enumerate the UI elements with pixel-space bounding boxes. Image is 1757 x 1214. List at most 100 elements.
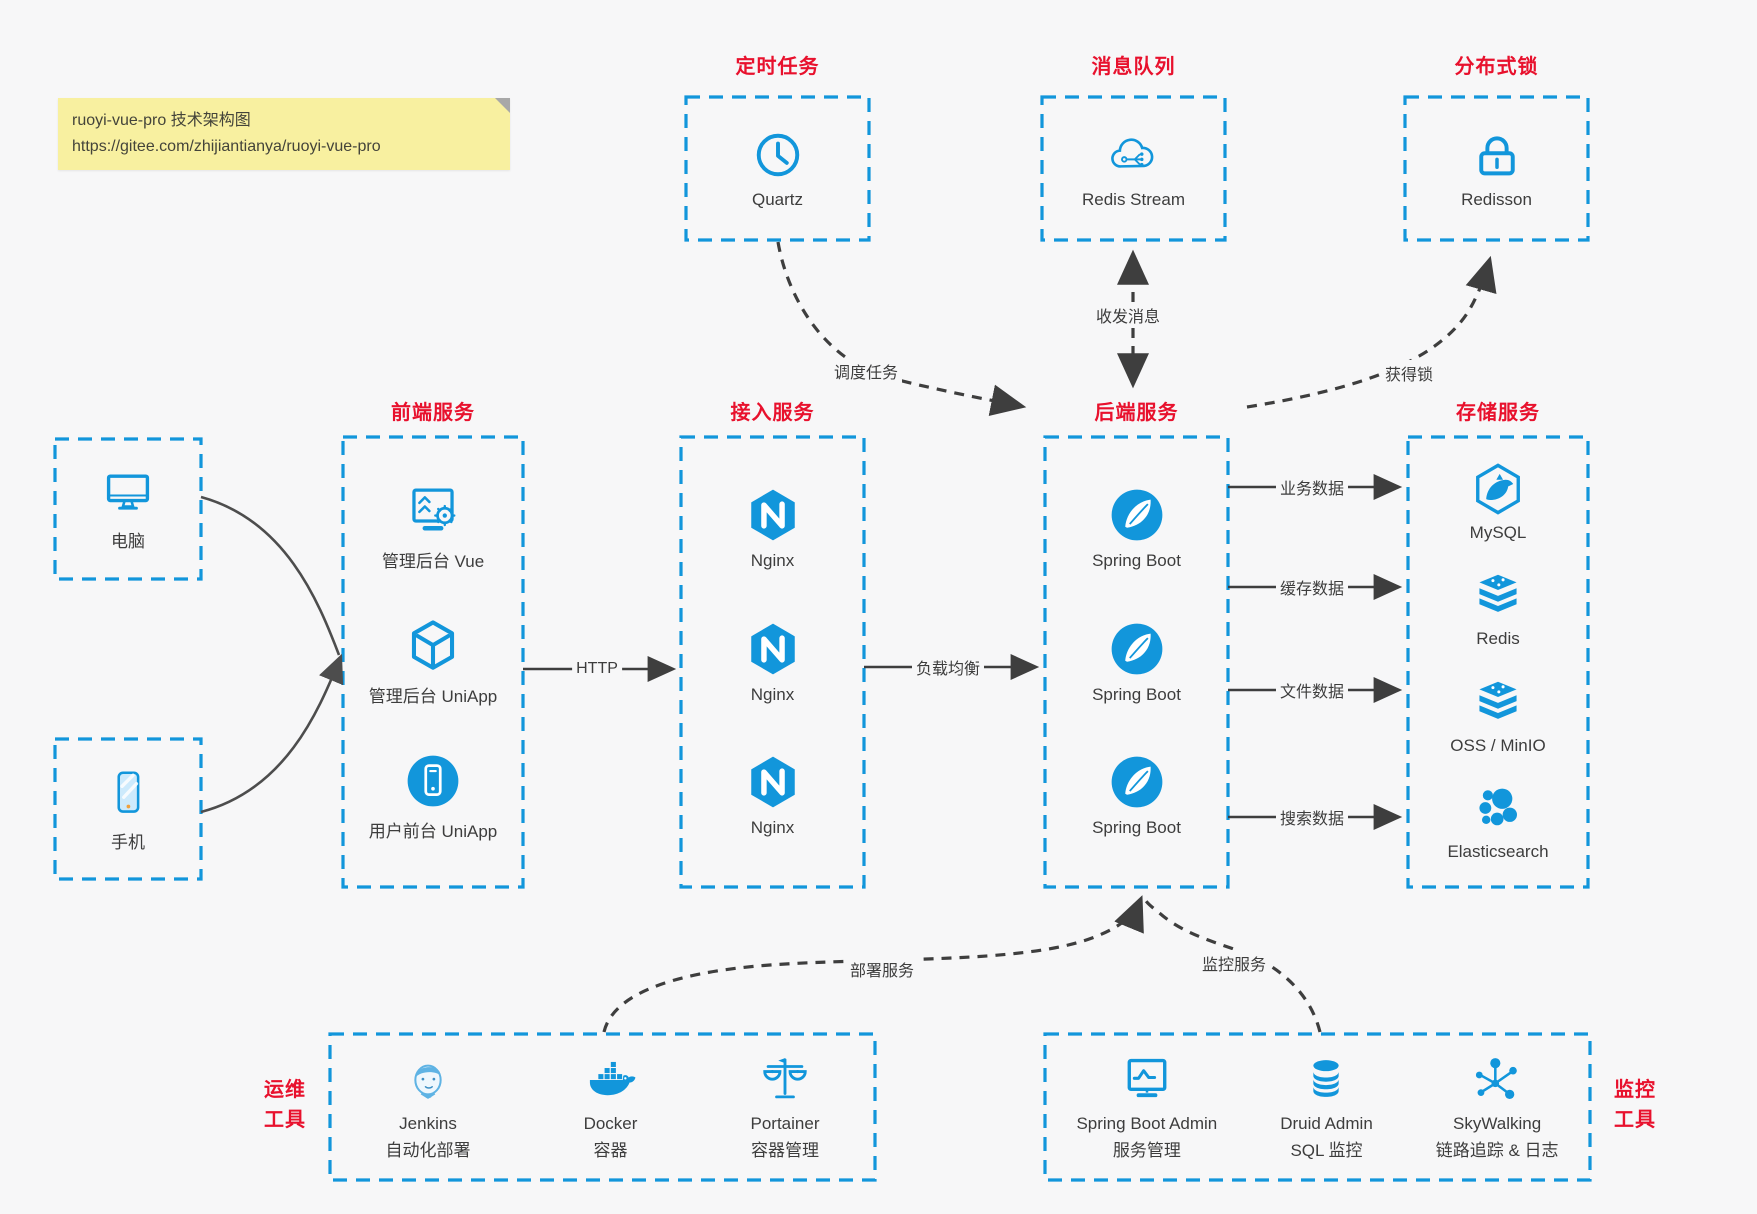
nginx-icon [750, 756, 795, 808]
edge-lock-arrow [1246, 255, 1497, 409]
redis-label: Redis [1476, 629, 1520, 649]
cloud-stream-icon [1111, 138, 1154, 168]
nginx-label-1: Nginx [750, 550, 795, 570]
spring-boot-icon [1111, 756, 1162, 808]
network-nodes-icon [1476, 1058, 1517, 1099]
admin-uniapp-label: 管理后台 UniApp [368, 687, 498, 706]
edge-pc-frontend [200, 495, 341, 656]
redis-stream-item: Redis Stream [1082, 127, 1185, 210]
backend-title: 后端服务 [1094, 402, 1179, 424]
docker-icon [589, 1061, 635, 1096]
mq-box: Redis Stream [1042, 97, 1225, 240]
skywalking-desc: 链路追踪 & 日志 [1435, 1141, 1559, 1160]
skywalking-label: SkyWalking [1453, 1114, 1542, 1133]
storage-box: MySQL Redis OSS / MinIO [1408, 437, 1588, 887]
edge-label-biz: 业务数据 [1275, 474, 1349, 500]
docker-desc: 容器 [593, 1141, 628, 1160]
mq-title: 消息队列 [1091, 56, 1176, 78]
jenkins-icon [414, 1064, 442, 1099]
desktop-icon [106, 474, 150, 510]
nginx-icon [750, 489, 795, 541]
phone-circle-icon [407, 755, 459, 807]
redis-stream-label: Redis Stream [1082, 190, 1185, 209]
spring-label-3: Spring Boot [1092, 818, 1181, 838]
gateway-box: Nginx Nginx Nginx [681, 437, 864, 887]
edge-label-http: HTTP [572, 659, 622, 679]
portainer-desc: 容器管理 [750, 1141, 819, 1160]
edge-label-lock: 获得锁 [1380, 360, 1438, 386]
mysql-icon [1476, 463, 1520, 515]
oss-stack-icon [1479, 681, 1517, 719]
spring-item-3: Spring Boot [1092, 753, 1181, 838]
portainer-scales-icon [763, 1058, 807, 1099]
solid-arrows [523, 474, 1403, 830]
spring-boot-icon [1111, 623, 1162, 674]
docker-label: Docker [583, 1114, 638, 1133]
monitor-tools-title: 监控 工具 [1614, 1079, 1656, 1131]
gateway-title: 接入服务 [730, 402, 815, 424]
redisson-label: Redisson [1461, 190, 1532, 209]
lock-title: 分布式锁 [1454, 56, 1539, 78]
lock-box: Redisson [1405, 97, 1588, 240]
edge-label-schedule: 调度任务 [829, 358, 903, 384]
ops-box: Jenkins 自动化部署 Docker 容器 [330, 1034, 875, 1180]
druid-label: Druid Admin [1280, 1114, 1373, 1133]
storage-title: 存储服务 [1456, 402, 1540, 424]
sb-admin-label: Spring Boot Admin [1076, 1114, 1218, 1133]
mysql-item: MySQL [1469, 462, 1527, 543]
mobile-item: 手机 [101, 765, 155, 853]
pc-box: 电脑 [55, 439, 201, 579]
smartphone-icon [117, 771, 140, 813]
jenkins-item: Jenkins 自动化部署 [386, 1053, 471, 1161]
pc-item: 电脑 [99, 466, 157, 552]
edge-mobile-frontend [200, 653, 344, 814]
cube-icon [411, 620, 455, 670]
user-uniapp-label: 用户前台 UniApp [368, 822, 498, 841]
nginx-item-1: Nginx [744, 486, 802, 571]
edge-label-file: 文件数据 [1275, 677, 1349, 703]
scheduler-box: Quartz [686, 97, 869, 240]
druid-desc: SQL 监控 [1290, 1141, 1363, 1160]
oss-label: OSS / MinIO [1450, 735, 1546, 755]
es-item: Elasticsearch [1447, 781, 1549, 862]
monitor-box: Spring Boot Admin 服务管理 Druid Admin SQL 监… [1045, 1034, 1590, 1180]
druid-item: Druid Admin SQL 监控 [1280, 1053, 1373, 1161]
edge-label-lb: 负载均衡 [911, 654, 985, 680]
frontend-title: 前端服务 [391, 402, 475, 424]
quartz-item: Quartz [750, 127, 806, 210]
spring-item-2: Spring Boot [1092, 620, 1181, 705]
spring-label-2: Spring Boot [1092, 684, 1181, 704]
oss-item: OSS / MinIO [1450, 675, 1546, 756]
admin-panel-icon [412, 488, 456, 531]
edge-label-monitor: 监控服务 [1197, 950, 1271, 976]
sb-admin-item: Spring Boot Admin 服务管理 [1076, 1053, 1217, 1161]
portainer-item: Portainer 容器管理 [750, 1053, 820, 1161]
clock-icon [756, 133, 799, 177]
mysql-label: MySQL [1469, 523, 1527, 543]
pc-label: 电脑 [111, 532, 145, 551]
user-uniapp-item: 用户前台 UniApp [369, 752, 497, 842]
portainer-label: Portainer [750, 1114, 820, 1133]
sb-admin-desc: 服务管理 [1112, 1141, 1181, 1160]
admin-uniapp-item: 管理后台 UniApp [369, 617, 497, 707]
edge-label-deploy: 部署服务 [845, 956, 919, 982]
admin-vue-item: 管理后台 Vue [382, 482, 484, 572]
sticky-note: ruoyi-vue-pro 技术架构图 https://gitee.com/zh… [58, 98, 510, 170]
redis-stack-icon [1479, 575, 1517, 613]
monitor-chart-icon [1127, 1058, 1167, 1098]
redis-item: Redis [1471, 568, 1525, 649]
skywalking-item: SkyWalking 链路追踪 & 日志 [1436, 1053, 1559, 1161]
mobile-box: 手机 [55, 739, 201, 879]
quartz-label: Quartz [751, 190, 804, 209]
client-connectors [200, 495, 344, 814]
jenkins-desc: 自动化部署 [385, 1141, 471, 1160]
ops-tools-title: 运维 工具 [264, 1079, 306, 1131]
redisson-item: Redisson [1461, 127, 1532, 210]
frontend-box: 管理后台 Vue 管理后台 UniApp 用户前台 UniApp [343, 437, 523, 887]
mobile-label: 手机 [111, 833, 145, 852]
note-title: ruoyi-vue-pro 技术架构图 [72, 112, 251, 129]
note-url: https://gitee.com/zhijiantianya/ruoyi-vu… [72, 138, 381, 155]
edge-label-cache: 缓存数据 [1275, 574, 1349, 600]
database-icon [1313, 1060, 1340, 1097]
spring-label-1: Spring Boot [1092, 550, 1181, 570]
